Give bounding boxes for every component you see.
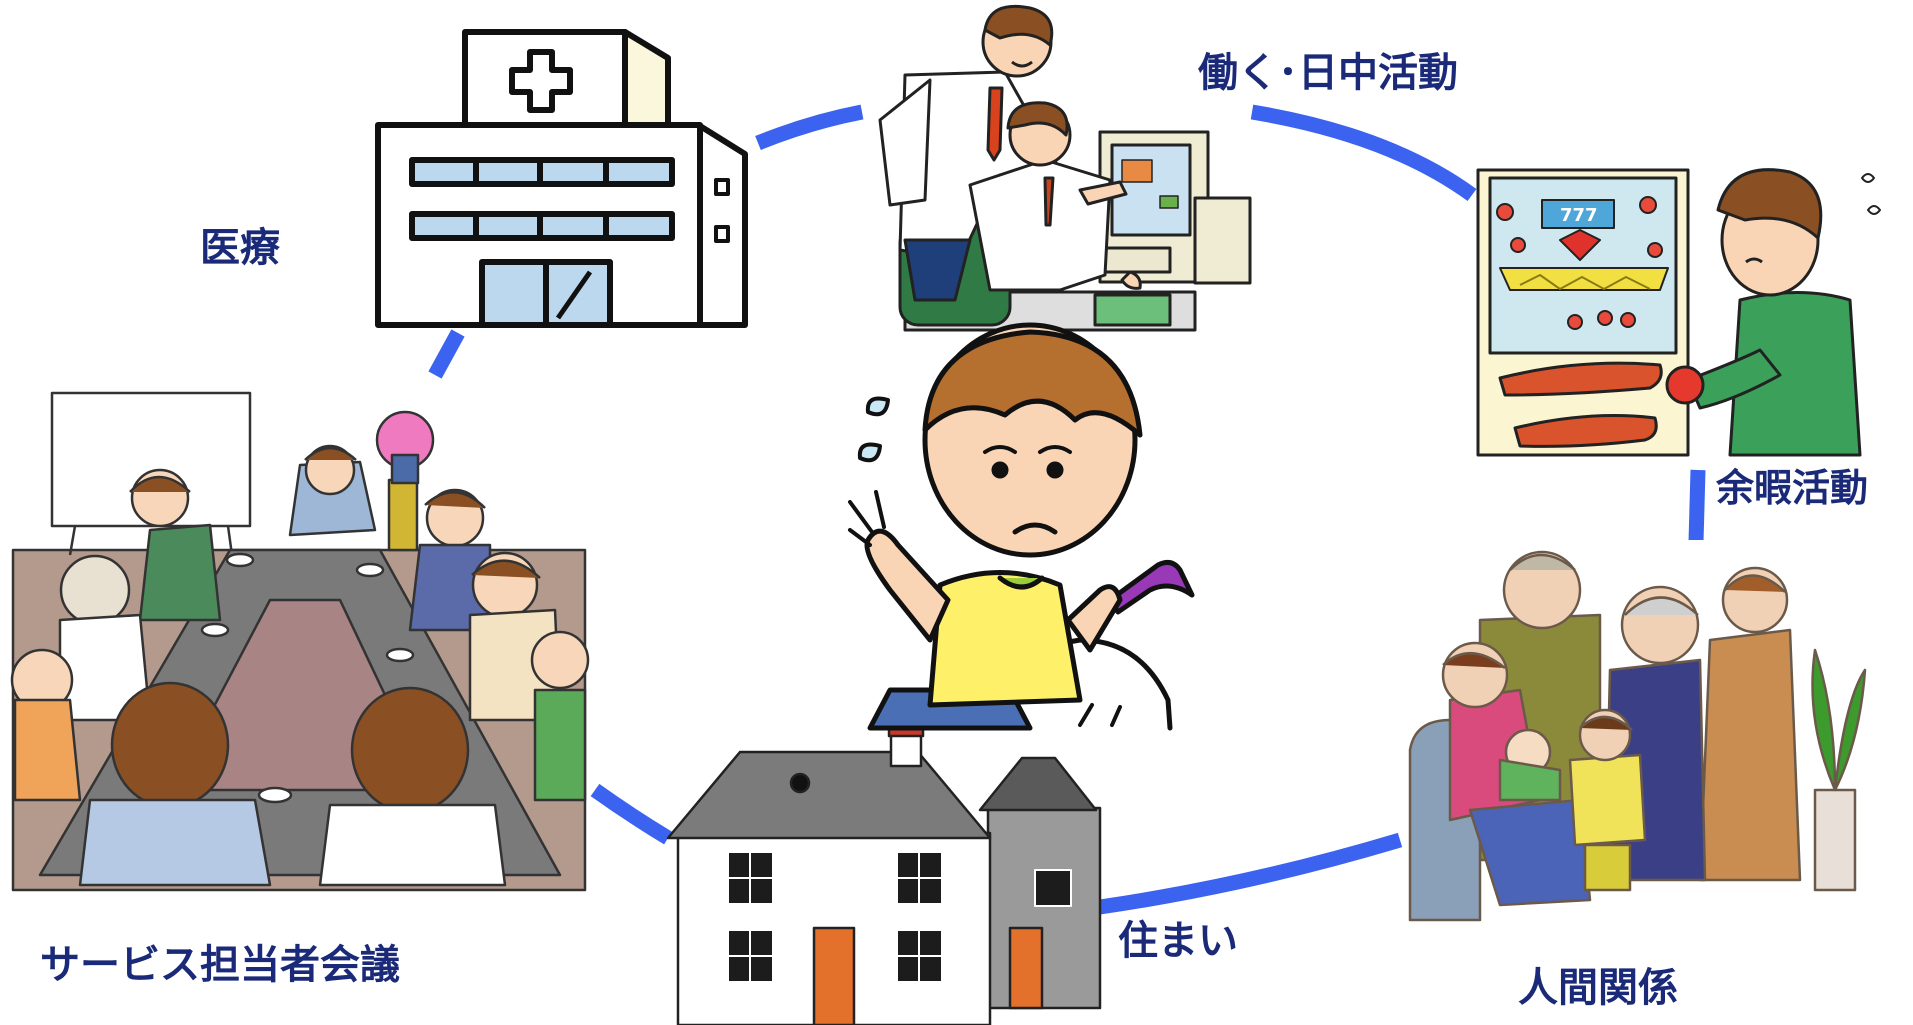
ring-arc-leisure-relations — [1688, 469, 1706, 543]
ring-arc-work-leisure — [1250, 104, 1477, 202]
ring-arc-hospital-work — [755, 104, 864, 150]
ring-arc-meeting-hospital — [428, 329, 465, 379]
worried-child-wheelchair-icon — [848, 322, 1195, 731]
label-leisure: 余暇活動 — [1716, 466, 1869, 510]
hospital-building-icon — [375, 29, 748, 328]
label-housing: 住まい — [1118, 918, 1238, 964]
support-ring — [428, 104, 1706, 915]
meeting-room-icon — [10, 391, 590, 892]
slot-reel-text: 777 — [1560, 205, 1598, 226]
label-meeting: サービス担当者会議 — [40, 942, 400, 988]
ring-arc-relations-housing — [1098, 832, 1403, 915]
label-medical: 医療 — [200, 225, 280, 271]
house-icon — [666, 726, 1102, 1025]
pachinko-player-icon: 777 — [1476, 168, 1881, 457]
label-work: 働く･日中活動 — [1198, 50, 1458, 96]
label-relations: 人間関係 — [1518, 965, 1678, 1011]
family-group-icon — [1408, 540, 1868, 925]
office-workers-computer-icon — [878, 4, 1252, 332]
ring-arc-meeting-house — [590, 783, 672, 845]
